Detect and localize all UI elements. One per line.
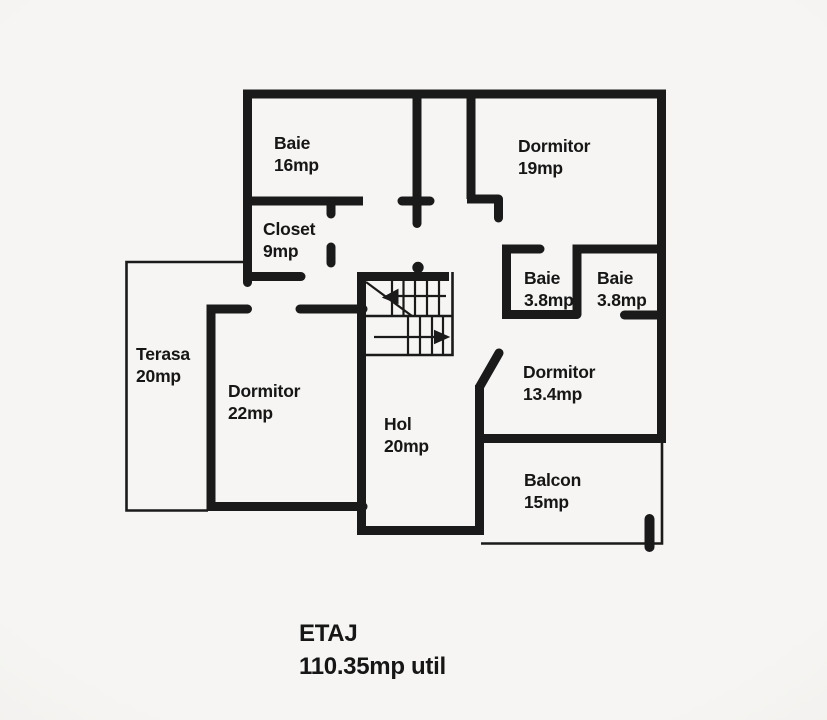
room-label-balcon-15: Balcon 15mp — [524, 470, 581, 513]
room-label-baie-16: Baie 16mp — [274, 133, 319, 176]
wall-baie-left — [502, 244, 581, 319]
balcon-outline — [481, 431, 664, 545]
room-area: 19mp — [518, 157, 563, 178]
room-label-closet-9: Closet 9mp — [263, 219, 315, 262]
room-label-baie-38-right: Baie 3.8mp — [597, 268, 647, 311]
wall-hol-left — [357, 272, 484, 535]
room-name: Balcon — [524, 470, 582, 490]
plan-title: ETAJ 110.35mp util — [299, 617, 446, 683]
room-area: 20mp — [384, 435, 429, 456]
wall-dormitor134-diagonal — [475, 348, 504, 392]
wall-dormitor22 — [206, 304, 368, 511]
room-area: 15mp — [524, 491, 569, 512]
stairs-down-arrow-head — [381, 288, 399, 305]
room-label-baie-38-left: Baie 3.8mp — [524, 268, 574, 311]
wall-baie-divider-top — [572, 244, 664, 319]
thick-walls — [206, 89, 666, 552]
room-label-dormitor-134: Dormitor 13.4mp — [523, 362, 595, 405]
room-area: 13.4mp — [523, 383, 583, 404]
room-area: 3.8mp — [524, 289, 574, 310]
stairs-up-arrow-head — [434, 329, 451, 345]
room-label-dormitor-19: Dormitor 19mp — [518, 136, 590, 179]
room-name: Baie — [597, 268, 634, 288]
plan-title-area: 110.35mp util — [299, 653, 446, 680]
room-area: 16mp — [274, 154, 319, 175]
stairwell-outline — [361, 272, 454, 357]
room-area: 3.8mp — [597, 289, 647, 310]
room-area: 22mp — [228, 402, 273, 423]
stairs-newel-dot — [412, 261, 424, 274]
room-area: 9mp — [263, 240, 299, 261]
room-label-terasa-20: Terasa 20mp — [136, 344, 190, 387]
room-label-hol-20: Hol 20mp — [384, 414, 429, 457]
room-name: Baie — [274, 133, 311, 153]
room-name: Baie — [524, 268, 561, 288]
terasa-outline — [125, 260, 246, 512]
room-name: Dormitor — [228, 381, 301, 401]
stairs-upper-treads — [390, 281, 441, 316]
room-area: 20mp — [136, 365, 181, 386]
plan-title-floor: ETAJ — [299, 620, 358, 647]
wall-outer-shell — [243, 89, 666, 443]
room-label-dormitor-22: Dormitor 22mp — [228, 381, 300, 424]
room-name: Terasa — [136, 344, 190, 364]
room-name: Closet — [263, 219, 316, 239]
room-name: Hol — [384, 414, 412, 434]
room-name: Dormitor — [518, 136, 591, 156]
room-name: Dormitor — [523, 362, 596, 382]
